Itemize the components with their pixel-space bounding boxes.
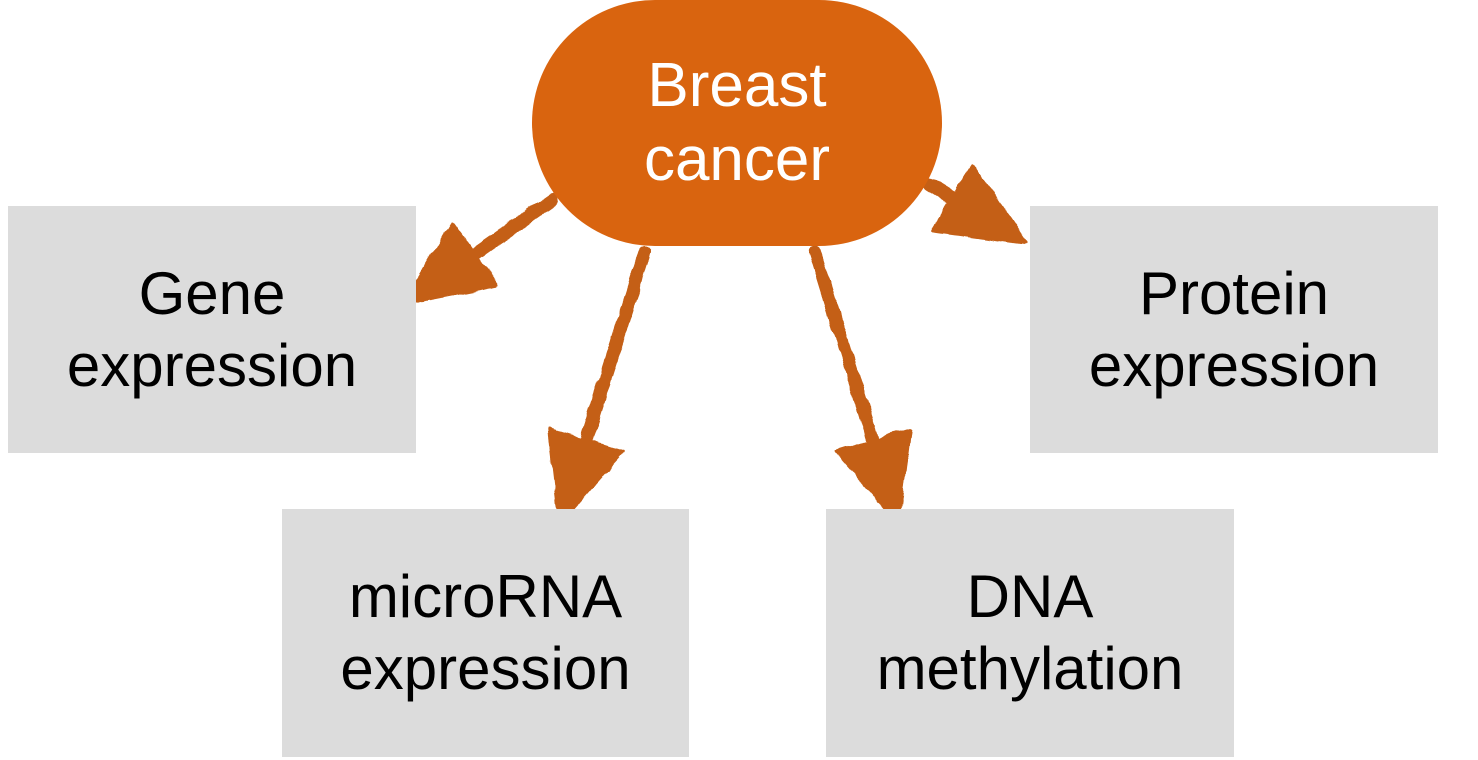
gene-expression-label-line2: expression — [66, 331, 358, 399]
arrow-to-protein-expression-head — [930, 163, 1027, 245]
mirna-expression-label-line1: microRNA — [348, 563, 623, 630]
protein-expression-node: Protein expression — [1030, 206, 1438, 453]
arrow-to-gene-expression-shaft — [463, 193, 559, 265]
breast-cancer-label-line2: cancer — [643, 125, 831, 194]
protein-expression-label-line2: expression — [1088, 331, 1380, 399]
arrow-to-mirna-expression-shaft — [577, 245, 652, 454]
arrow-to-dna-methylation-head — [834, 427, 912, 524]
gene-expression-node: Gene expression — [8, 206, 416, 453]
breast-cancer-label-line1: Breast — [647, 50, 827, 120]
protein-expression-label-line1: Protein — [1138, 259, 1330, 327]
dna-methylation-label-line2: methylation — [876, 635, 1184, 702]
gene-expression-label-line1: Gene — [138, 259, 286, 327]
arrow-to-protein-expression — [923, 163, 1027, 245]
mirna-expression-node: microRNA expression — [282, 509, 689, 757]
arrow-to-mirna-expression-head — [547, 427, 624, 524]
breast-cancer-node: Breast cancer — [532, 0, 942, 246]
arrow-to-dna-methylation-shaft — [808, 245, 882, 453]
arrow-to-gene-expression-head — [403, 221, 499, 305]
mirna-expression-label-line2: expression — [340, 635, 631, 702]
dna-methylation-label-line1: DNA — [966, 563, 1094, 630]
arrow-to-dna-methylation — [808, 245, 912, 524]
arrow-to-gene-expression — [403, 193, 559, 305]
dna-methylation-node: DNA methylation — [826, 509, 1234, 757]
arrow-to-mirna-expression — [547, 245, 652, 524]
